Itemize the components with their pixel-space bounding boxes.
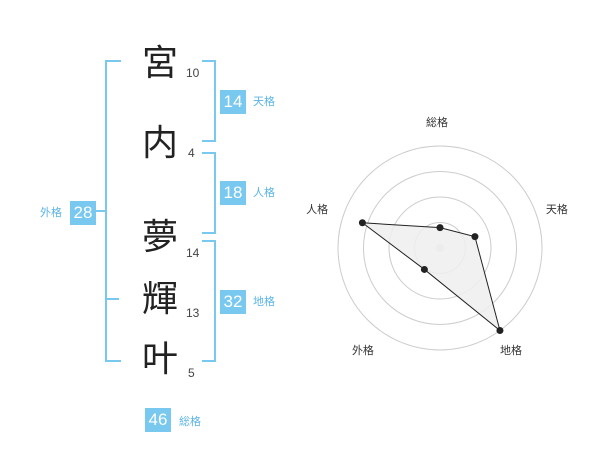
- radar-axis-label: 総格: [426, 116, 448, 129]
- name-char-4: 輝: [141, 279, 178, 320]
- soukaku-label: 総格: [179, 415, 201, 428]
- radar-point-4: [358, 219, 366, 227]
- radar-grid-ring: [337, 145, 543, 351]
- soukaku-value-badge: 46: [145, 408, 171, 432]
- chikaku-label: 地格: [253, 295, 275, 308]
- stroke-count-5: 5: [188, 366, 195, 380]
- stroke-count-3: 14: [186, 246, 200, 260]
- radar-axis-label: 天格: [545, 203, 568, 217]
- jinkaku-bracket: [202, 152, 216, 234]
- name-char-3: 夢: [141, 217, 178, 258]
- gaikaku-bracket: [105, 60, 121, 362]
- chikaku-bracket: [202, 240, 216, 362]
- stroke-count-4: 13: [186, 306, 200, 320]
- radar-axis-label: 人格: [306, 203, 329, 217]
- radar-point-3: [420, 265, 428, 273]
- name-char-5: 叶: [141, 339, 178, 380]
- radar-point-2: [496, 327, 504, 335]
- gaikaku-bracket-tick: [95, 210, 105, 212]
- radar-series-polygon: [360, 222, 501, 332]
- jinkaku-label: 人格: [253, 186, 275, 199]
- radar-axis-label: 地格: [500, 343, 523, 357]
- chikaku-value-badge: 32: [220, 290, 246, 314]
- gaikaku-label: 外格: [40, 206, 62, 219]
- radar-grid-ring: [388, 196, 492, 300]
- tenkaku-bracket: [202, 60, 216, 142]
- radar-axis-label: 外格: [351, 343, 374, 357]
- tenkaku-value-badge: 14: [220, 90, 246, 114]
- name-char-2: 内: [141, 123, 178, 164]
- chikaku-bracket-tick-left: [105, 298, 119, 300]
- radar-point-0: [436, 224, 444, 232]
- stroke-count-1: 10: [186, 66, 200, 80]
- tenkaku-label: 天格: [253, 95, 275, 108]
- jinkaku-value-badge: 18: [220, 181, 246, 205]
- gaikaku-value-badge: 28: [70, 201, 96, 225]
- name-char-1: 宮: [141, 43, 178, 84]
- stroke-count-2: 4: [188, 146, 195, 160]
- radar-grid-ring: [363, 171, 517, 325]
- radar-point-1: [471, 233, 479, 241]
